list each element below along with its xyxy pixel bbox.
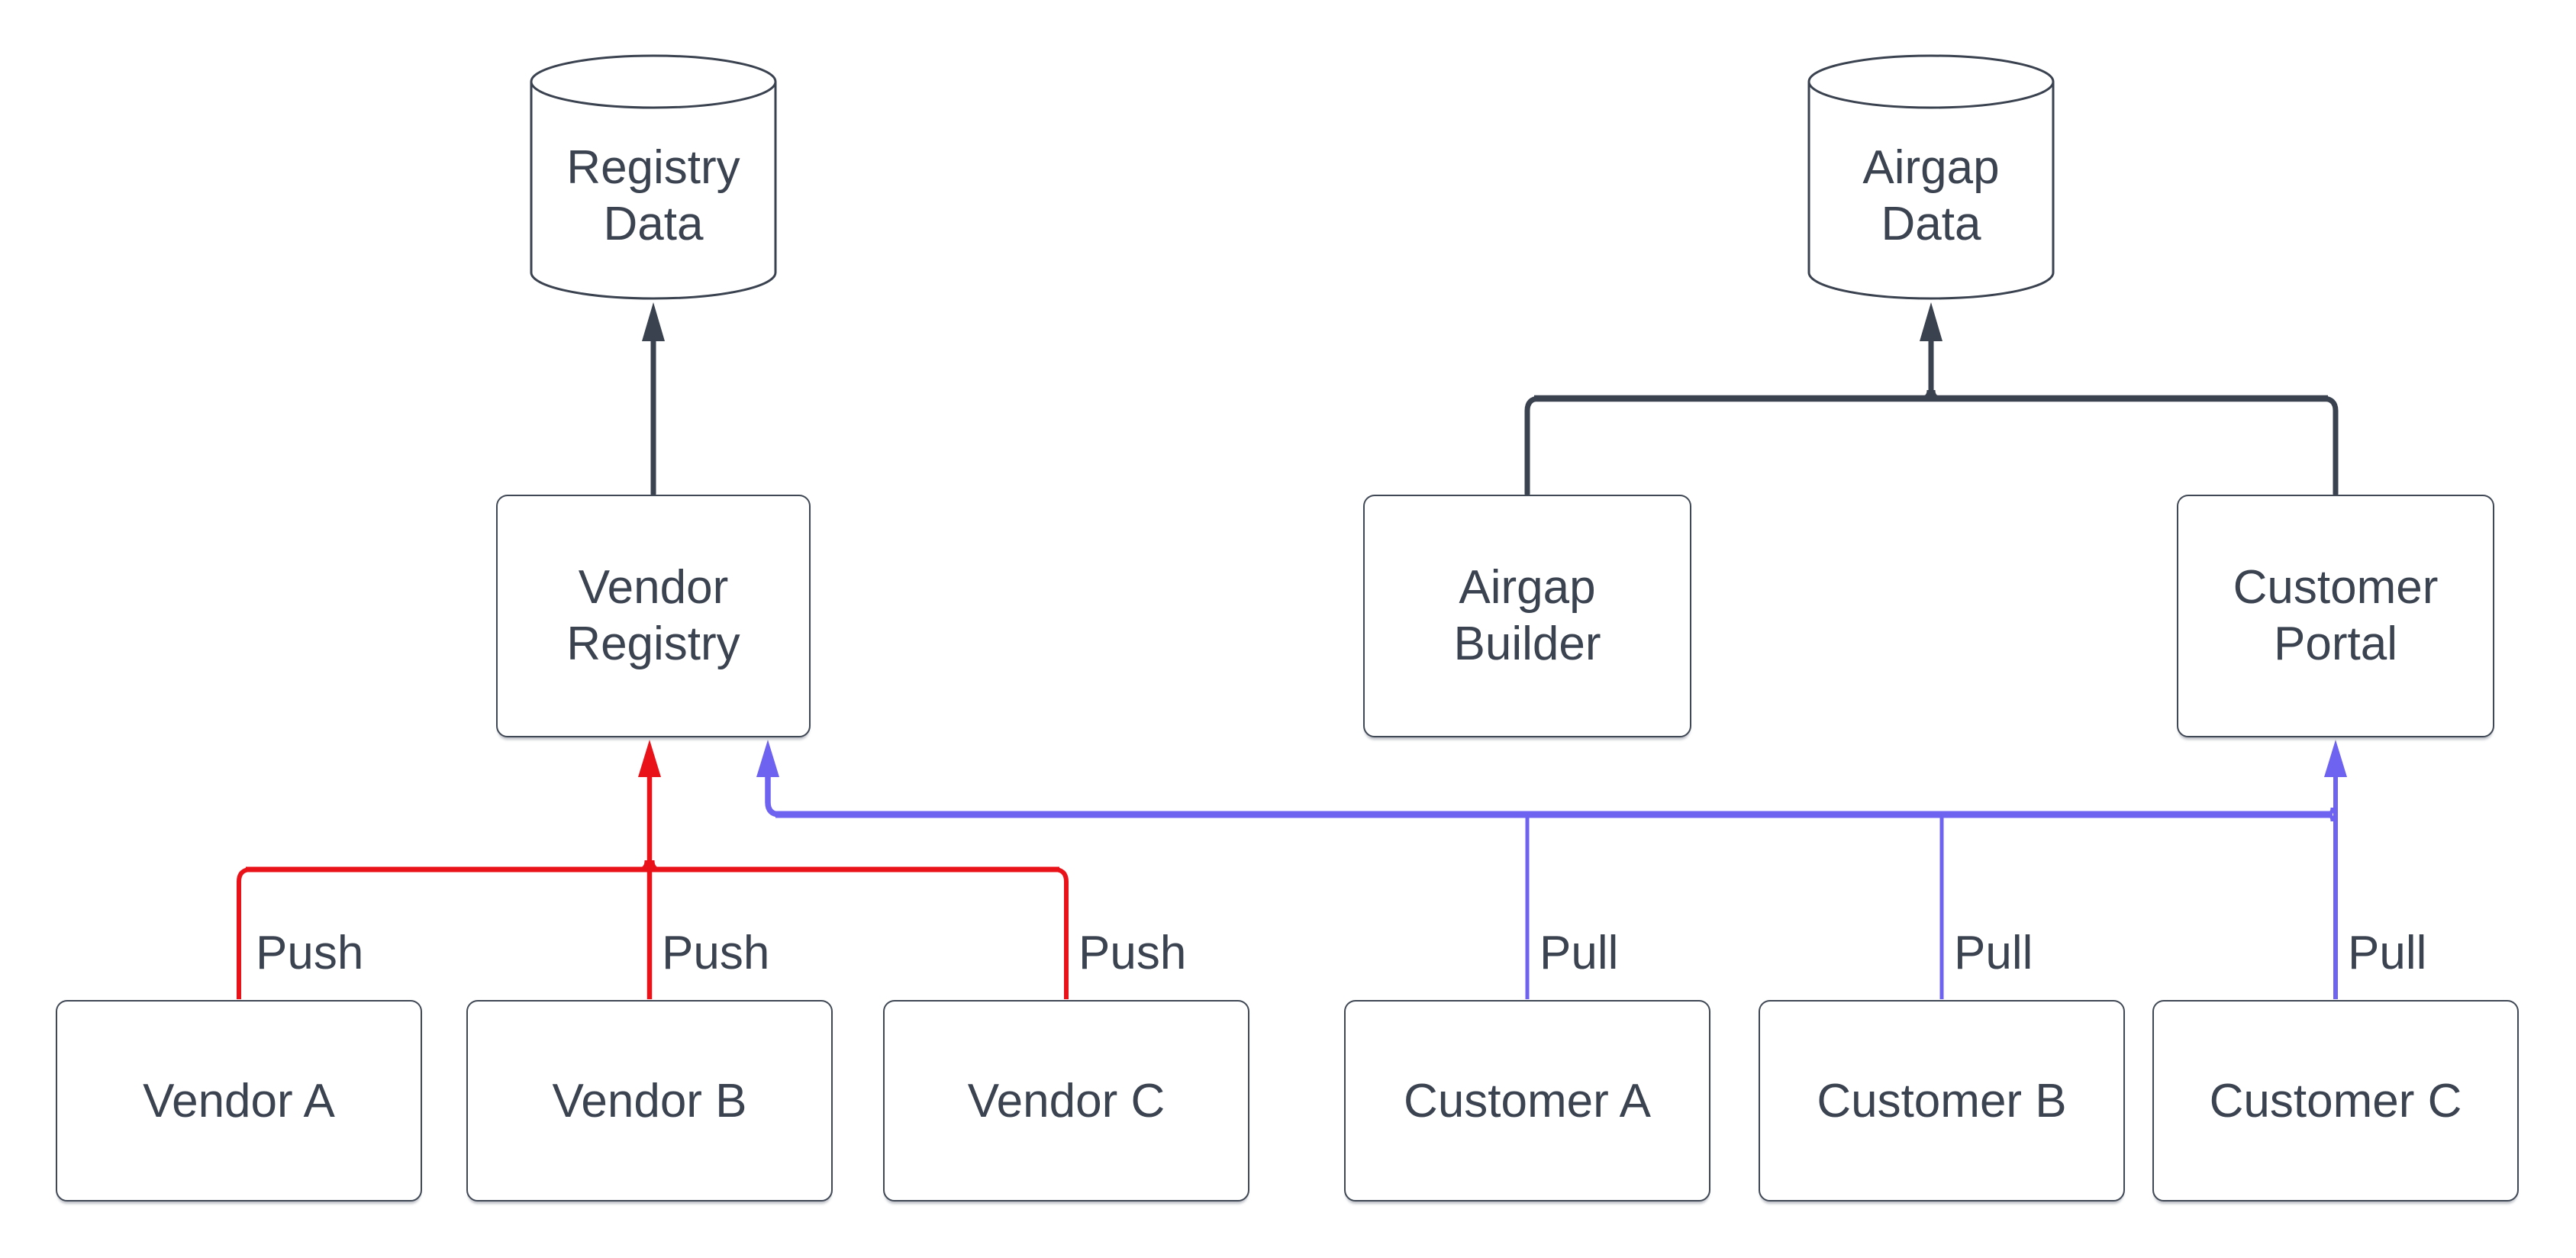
edge-customer-portal-riser [2320,395,2339,497]
node-label: Vendor B [552,1074,747,1127]
arrowhead-pull-customer-portal [2324,740,2347,777]
edge-push-vendor-a [237,867,252,999]
node-customer-b: Customer B [1759,1000,2125,1202]
cylinder-registry-data [530,54,777,300]
cylinder-registry-data-top [530,54,777,109]
edge-airgap-builder-riser [1524,395,1543,497]
node-vendor-a: Vendor A [56,1000,422,1202]
edge-label-pull-customer-c: Pull [2348,927,2427,979]
arrowhead-push-vendor-registry [638,740,661,777]
edge-label-pull-customer-a: Pull [1539,927,1619,979]
node-customer-portal: Customer Portal [2177,495,2494,737]
cylinder-registry-data-body [530,82,777,300]
node-label: Customer C [2209,1074,2462,1127]
node-label: Vendor Registry [566,560,740,673]
edge-push-junction-fillets [638,860,661,872]
cylinder-airgap-data-body [1807,82,2055,300]
node-label-line: Data [1881,198,1981,250]
edge-label-pull-customer-b: Pull [1954,927,2033,979]
node-label-line: Portal [2274,618,2397,670]
node-label: Customer Portal [2233,560,2439,673]
node-registry-data-label: Registry Data [531,140,775,253]
node-label: Customer A [1404,1074,1651,1127]
cylinder-airgap-data-top [1807,54,2055,109]
arrowhead-pull-vendor-registry [756,740,779,777]
node-customer-a: Customer A [1344,1000,1710,1202]
arrowhead-airgap-data [1920,302,1942,341]
node-vendor-b: Vendor B [466,1000,833,1202]
node-customer-c: Customer C [2152,1000,2519,1202]
edge-label-push-vendor-b: Push [662,927,770,979]
edge-pull-junction-fillets [2326,807,2335,822]
node-airgap-data-label: Airgap Data [1809,140,2053,253]
node-label: Vendor A [143,1074,335,1127]
node-vendor-registry: Vendor Registry [496,495,811,737]
node-label-line: Airgap [1459,561,1596,614]
cylinder-airgap-data [1807,54,2055,300]
node-label-line: Customer [2233,561,2439,614]
node-label-line: Airgap [1862,141,2000,194]
node-vendor-c: Vendor C [883,1000,1249,1202]
node-label: Vendor C [967,1074,1165,1127]
edge-pull-to-vendor-registry [765,776,781,818]
node-label-line: Vendor [578,561,729,614]
edge-label-push-vendor-c: Push [1078,927,1187,979]
arrowhead-registry-data [642,302,665,341]
node-label-line: Data [603,198,704,250]
node-airgap-builder: Airgap Builder [1363,495,1691,737]
node-label: Customer B [1817,1074,2067,1127]
node-label-line: Registry [566,618,740,670]
node-label: Airgap Builder [1454,560,1601,673]
edge-push-vendor-c [1053,867,1069,999]
edge-label-push-vendor-a: Push [256,927,364,979]
node-label-line: Builder [1453,618,1601,670]
node-label-line: Registry [566,141,740,194]
